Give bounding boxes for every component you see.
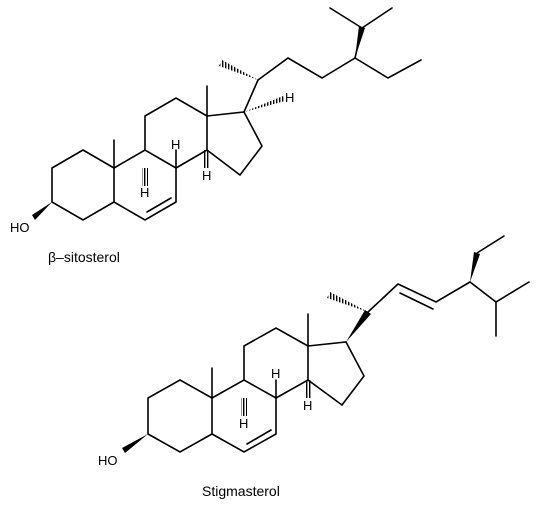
ring-b bbox=[113, 149, 177, 221]
ring-a bbox=[51, 149, 115, 221]
ring-c bbox=[144, 97, 208, 169]
h14-hash bbox=[305, 380, 311, 398]
hydroxyl-wedge bbox=[122, 434, 148, 453]
hydroxyl-wedge bbox=[32, 202, 52, 220]
stigmasterol-name: Stigmasterol bbox=[202, 483, 280, 499]
stigmasterol-structure: HO H H H Stigmasterol bbox=[98, 235, 530, 499]
side-chain bbox=[219, 7, 422, 113]
hydroxyl-label: HO bbox=[98, 453, 118, 468]
ring-d bbox=[307, 341, 365, 407]
h14-hash bbox=[204, 150, 210, 168]
ring-a bbox=[147, 379, 213, 453]
h8-label: H bbox=[171, 137, 180, 152]
c17-wedge bbox=[346, 310, 371, 342]
h17-label: H bbox=[285, 90, 294, 105]
h17-hash bbox=[244, 96, 285, 112]
h9-label: H bbox=[239, 416, 248, 431]
c24-wedge bbox=[355, 26, 365, 58]
h9-hash bbox=[241, 398, 247, 416]
h9-hash bbox=[142, 168, 148, 186]
h8-label: H bbox=[271, 366, 280, 381]
c21-hash bbox=[219, 60, 258, 80]
h14-label: H bbox=[202, 168, 211, 183]
c21-hash bbox=[327, 292, 368, 312]
beta-sitosterol-name: β–sitosterol bbox=[48, 249, 120, 265]
side-chain bbox=[327, 235, 530, 342]
beta-sitosterol-structure: HO H H H H β–sitosterol bbox=[10, 7, 422, 265]
ring-b bbox=[211, 379, 277, 453]
h14-label: H bbox=[303, 398, 312, 413]
c22-c23-double-bond bbox=[399, 292, 434, 310]
h9-label: H bbox=[140, 185, 149, 200]
c24-wedge bbox=[470, 252, 480, 282]
ring-d bbox=[206, 111, 263, 177]
ring-c bbox=[243, 327, 309, 399]
hydroxyl-label: HO bbox=[10, 220, 30, 235]
